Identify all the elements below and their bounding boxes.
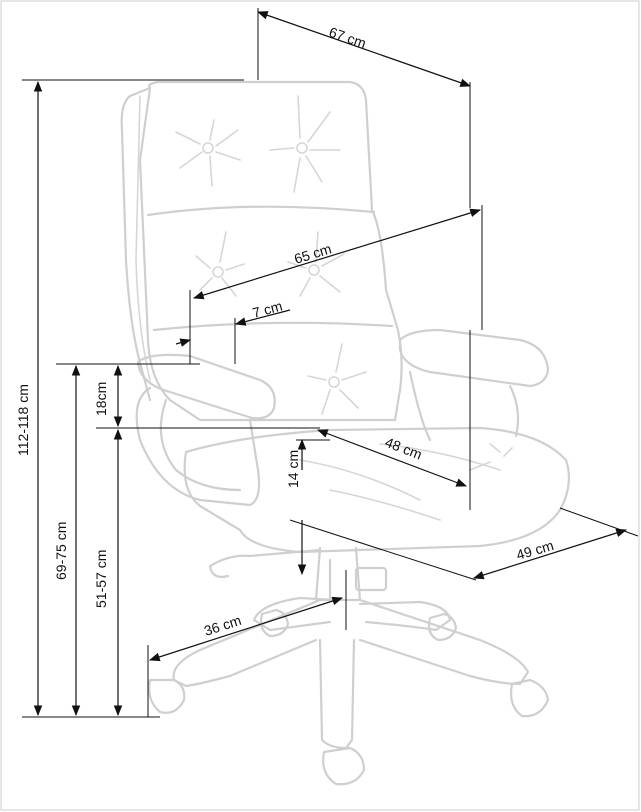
label-armrest-height-from-seat: 18cm: [93, 382, 109, 416]
label-seat-depth: 48 cm: [383, 434, 424, 463]
backrest-cushion-line-1: [146, 205, 376, 217]
backrest-side: [120, 86, 152, 402]
label-seat-thickness: 14 cm: [285, 450, 301, 488]
armrest-left-support: [135, 386, 261, 507]
dimension-lines: [22, 8, 639, 718]
armrest-right: [398, 328, 550, 388]
dim-line-7b: [234, 309, 291, 326]
backrest-outline: [138, 80, 403, 422]
dim-line-36: [148, 596, 344, 662]
label-width-top: 67 cm: [327, 24, 368, 52]
label-seat-height: 51-57 cm: [93, 550, 109, 608]
dim-line-48: [316, 429, 468, 487]
backrest-cushion-line-2: [152, 321, 394, 332]
label-total-height: 112-118 cm: [15, 384, 31, 456]
caster-1: [148, 678, 186, 714]
dimension-labels: 67 cm 65 cm 7 cm 18cm 48 cm 14 cm 49 cm …: [15, 24, 555, 639]
armrest-left: [136, 353, 276, 420]
dim-line-67: [256, 11, 472, 87]
label-armrest-height: 69-75 cm: [53, 522, 69, 580]
gas-lift: [314, 546, 362, 602]
caster-5: [427, 612, 458, 642]
dim-line-65: [192, 208, 482, 300]
dim-line-49: [472, 528, 628, 580]
seat-cushion: [183, 426, 571, 554]
tufting-pattern: [175, 95, 513, 471]
caster-3: [322, 746, 366, 786]
dim-line-7a: [175, 338, 192, 347]
chair-illustration: [120, 80, 571, 786]
label-armrest-width: 7 cm: [251, 298, 284, 321]
caster-2: [510, 678, 550, 718]
